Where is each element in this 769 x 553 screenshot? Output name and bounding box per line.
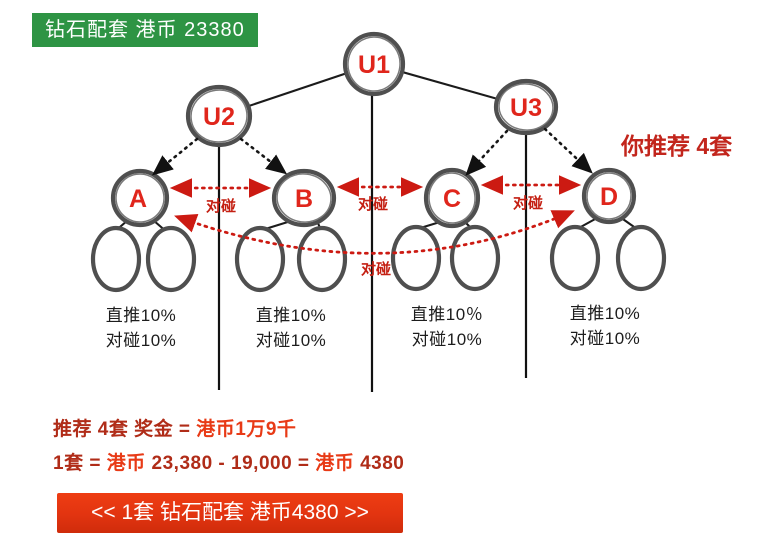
slot-b2 — [296, 225, 348, 293]
pair-label-a-b: 对碰 — [206, 197, 236, 215]
slot-d1 — [549, 224, 601, 292]
bonus-column-a: 直推10% 对碰10% — [88, 303, 194, 353]
node-u1-label: U1 — [358, 51, 390, 79]
node-a: A — [110, 168, 170, 228]
slot-c1 — [390, 224, 442, 292]
node-b-label: B — [295, 185, 313, 213]
direct-bonus-c: 直推10％ — [410, 305, 484, 324]
node-u3: U3 — [493, 78, 559, 136]
node-b: B — [271, 168, 337, 228]
pair-bonus-d: 对碰10% — [569, 329, 641, 348]
summary-line-2: 1套 = 港币 23,380 - 19,000 = 港币 4380 — [53, 447, 404, 481]
pair-bonus-a: 对碰10% — [105, 331, 177, 350]
pair-label-c-d: 对碰 — [513, 194, 543, 212]
referral-note: 你推荐 4套 — [621, 133, 733, 159]
slot-b1 — [234, 225, 286, 293]
node-c-label: C — [443, 185, 461, 213]
package-badge: 钻石配套 港币 23380 — [32, 13, 258, 47]
node-d-label: D — [600, 183, 618, 211]
summary-line1-label: 推荐 4套 奖金 = — [53, 419, 197, 440]
node-d: D — [581, 167, 637, 225]
slot-c2 — [449, 224, 501, 292]
pair-label-b-c: 对碰 — [358, 195, 388, 213]
pair-bonus-c: 对碰10% — [411, 330, 483, 349]
summary-line2-part4: 港币 — [315, 453, 355, 474]
node-a-label: A — [129, 185, 147, 213]
pair-label-a-d: 对碰 — [361, 260, 391, 278]
node-u2-label: U2 — [203, 103, 235, 131]
arrow-u3-to-d — [543, 127, 593, 174]
bonus-column-d: 直推10% 对碰10% — [552, 301, 658, 351]
summary-line2-part5: 4380 — [354, 453, 405, 474]
bonus-column-c: 直推10％ 对碰10% — [394, 302, 500, 352]
arrow-u2-to-b — [239, 137, 288, 175]
price-banner: << 1套 钻石配套 港币4380 >> — [57, 493, 403, 533]
summary-line-1: 推荐 4套 奖金 = 港币1万9千 — [53, 413, 404, 447]
summary-block: 推荐 4套 奖金 = 港币1万9千 1套 = 港币 23,380 - 19,00… — [53, 413, 404, 481]
node-c: C — [423, 167, 481, 229]
arrow-u2-to-a — [151, 137, 199, 176]
pair-bonus-b: 对碰10% — [255, 331, 327, 350]
slot-a1 — [90, 225, 142, 293]
direct-bonus-b: 直推10% — [255, 306, 327, 325]
pair-arrow-a-d-curve — [174, 210, 575, 255]
slot-d2 — [615, 224, 667, 292]
bonus-column-b: 直推10% 对碰10% — [238, 303, 344, 353]
summary-line2-part1: 1套 = — [53, 453, 107, 474]
node-u3-label: U3 — [510, 94, 542, 122]
slot-a2 — [145, 225, 197, 293]
summary-line1-value: 港币1万9千 — [196, 419, 297, 440]
summary-line2-part3: 23,380 - 19,000 = — [145, 453, 316, 474]
direct-bonus-a: 直推10% — [105, 306, 177, 325]
direct-bonus-d: 直推10% — [569, 304, 641, 323]
arrow-u3-to-c — [465, 129, 509, 176]
node-u2: U2 — [185, 84, 253, 148]
node-u1: U1 — [342, 31, 406, 97]
summary-line2-part2: 港币 — [106, 453, 146, 474]
empty-slots — [90, 224, 667, 293]
